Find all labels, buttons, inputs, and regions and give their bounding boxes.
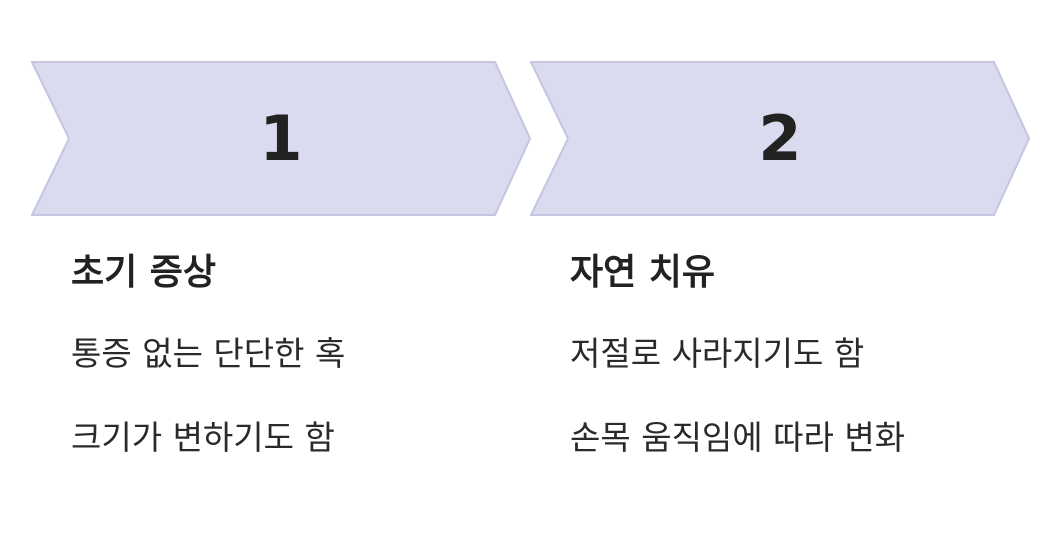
step-1: 1 초기 증상 통증 없는 단단한 혹 크기가 변하기도 함 bbox=[31, 0, 531, 546]
step-1-number: 1 bbox=[259, 102, 303, 175]
step-2-title: 자연 치유 bbox=[570, 252, 716, 293]
step-1-description-line-1: 통증 없는 단단한 혹 bbox=[71, 334, 346, 373]
step-1-chevron-shape bbox=[31, 61, 531, 216]
step-1-description-line-2: 크기가 변하기도 함 bbox=[71, 418, 335, 457]
step-1-title: 초기 증상 bbox=[71, 252, 217, 293]
step-2: 2 자연 치유 저절로 사라지기도 함 손목 움직임에 따라 변화 bbox=[530, 0, 1030, 546]
step-2-number: 2 bbox=[758, 102, 802, 175]
step-2-description-line-2: 손목 움직임에 따라 변화 bbox=[570, 418, 906, 457]
step-2-description-line-1: 저절로 사라지기도 함 bbox=[570, 334, 865, 373]
step-2-chevron-shape bbox=[530, 61, 1030, 216]
